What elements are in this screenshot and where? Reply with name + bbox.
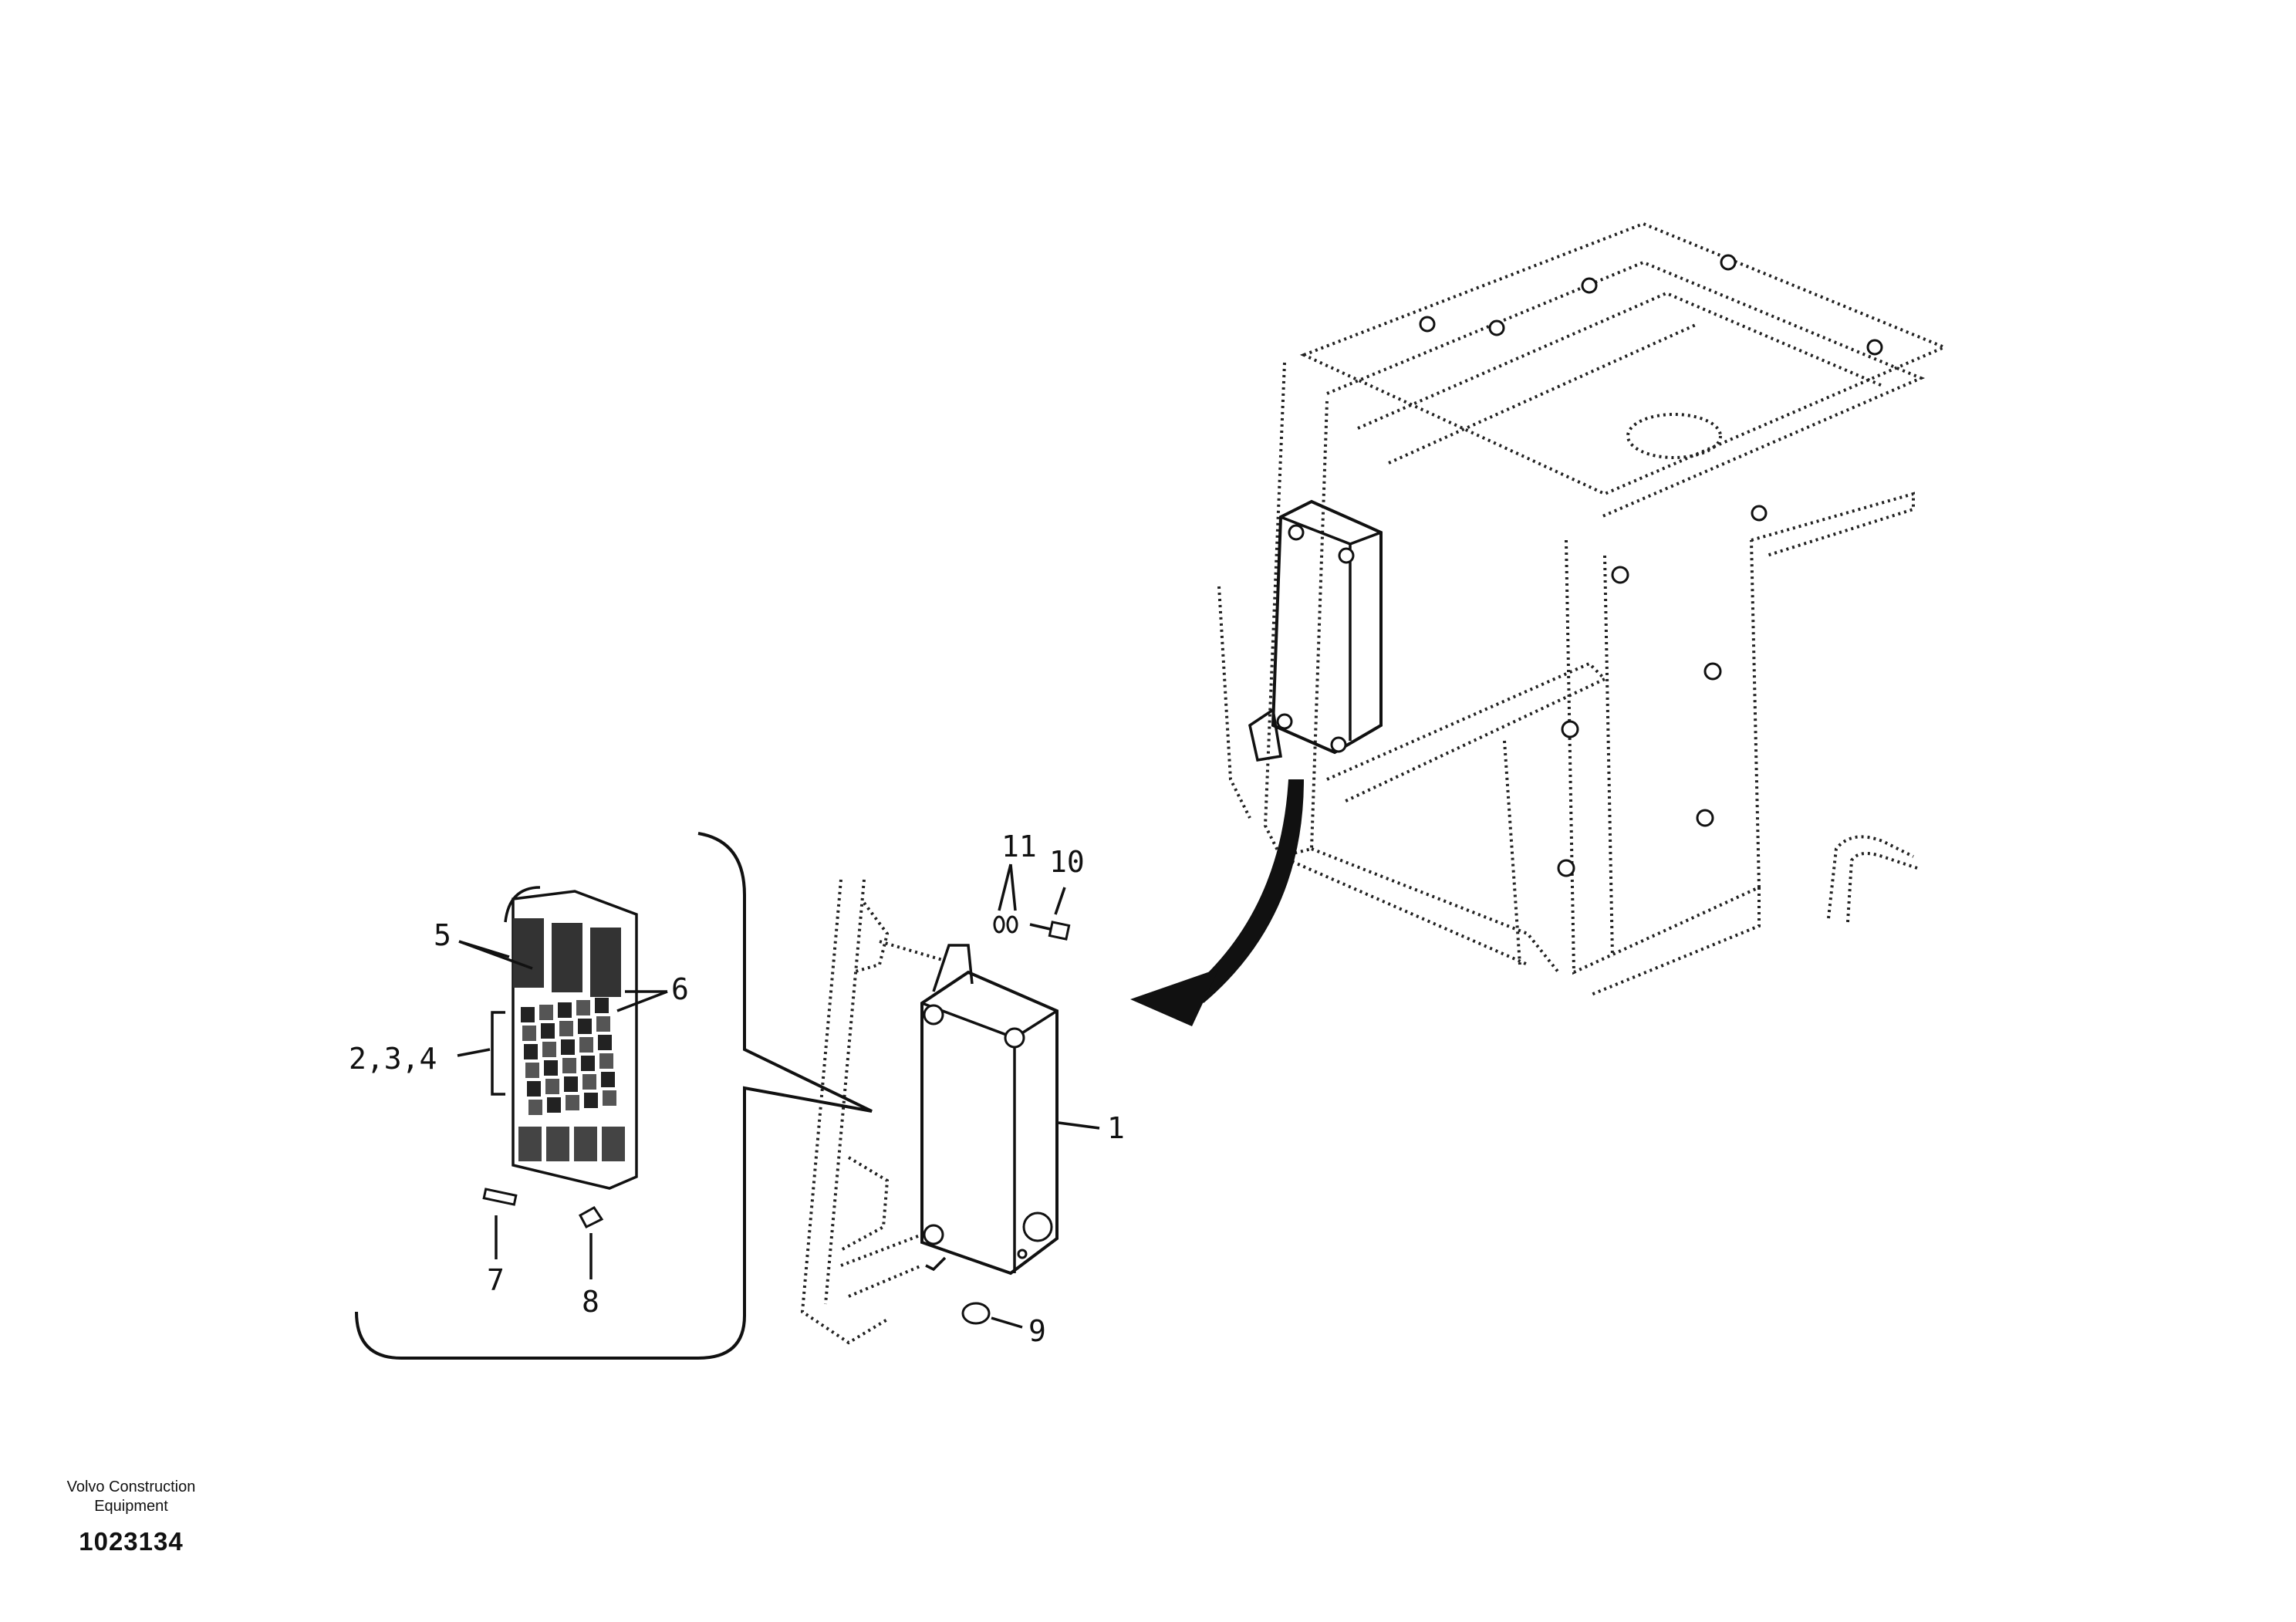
callout-6: 6	[671, 972, 689, 1006]
callout-9: 9	[1028, 1314, 1046, 1348]
direction-arrow	[1130, 779, 1304, 1026]
fuse-slot	[578, 1019, 592, 1034]
fuse-slot	[581, 1056, 595, 1071]
callout-11: 11	[1001, 830, 1037, 863]
callout-1: 1	[1107, 1111, 1125, 1145]
brand-line-1: Volvo Construction	[66, 1478, 196, 1495]
fuse-slot	[547, 1097, 561, 1113]
fuse-slot	[564, 1076, 578, 1092]
fuse-slot	[539, 1005, 553, 1020]
fuse-slot	[584, 1093, 598, 1108]
fuse-slot	[582, 1074, 596, 1090]
mounting-bracket	[800, 879, 946, 1345]
fuse-slot	[576, 1000, 590, 1015]
fuse-slot	[525, 1063, 539, 1078]
mounted-control-unit	[1248, 499, 1383, 762]
callout-7: 7	[487, 1263, 505, 1297]
fuse-slot	[579, 1037, 593, 1053]
fuse-slot	[521, 1007, 535, 1022]
footer-brand: Volvo Construction Equipment 1023134	[31, 1478, 231, 1556]
fuse-slot	[561, 1039, 575, 1055]
document-number: 1023134	[79, 1527, 184, 1556]
connector-block	[602, 1127, 625, 1161]
relay-block	[513, 918, 544, 988]
fuse-slot	[558, 1002, 572, 1018]
fuse-slot	[542, 1042, 556, 1057]
fuse-slot	[527, 1081, 541, 1097]
fuse-slot	[566, 1095, 579, 1110]
fuse-slot	[544, 1060, 558, 1076]
fuse-slot	[595, 998, 609, 1013]
fuse-slot	[599, 1053, 613, 1069]
control-unit	[920, 915, 1071, 1325]
cab-frame	[1217, 221, 1949, 997]
fuse-slot	[601, 1072, 615, 1087]
connector-block	[518, 1127, 542, 1161]
fuse-relay-board	[482, 886, 638, 1228]
callout-labels: 1 2,3,4 5 6 7 8 9 10 11	[349, 830, 1125, 1348]
callout-8: 8	[582, 1285, 599, 1319]
relay-grid	[513, 918, 625, 1161]
callout-2-3-4: 2,3,4	[349, 1042, 437, 1076]
fuse-slot	[524, 1044, 538, 1059]
callout-10: 10	[1049, 845, 1085, 879]
fuse-slot	[562, 1058, 576, 1073]
relay-block	[552, 923, 582, 992]
detail-bubble	[355, 832, 873, 1360]
connector-block	[546, 1127, 569, 1161]
fuse-slot	[522, 1026, 536, 1041]
fuse-slot	[545, 1079, 559, 1094]
brand-line-2: Equipment	[94, 1498, 168, 1515]
callout-5: 5	[434, 918, 451, 952]
fuse-slot	[559, 1021, 573, 1036]
connector-block	[574, 1127, 597, 1161]
fuse-slot	[598, 1035, 612, 1050]
fuse-slot	[596, 1016, 610, 1032]
fuse-slot	[541, 1023, 555, 1039]
relay-block	[590, 928, 621, 997]
fuse-slot	[603, 1090, 616, 1106]
leader-lines	[457, 863, 1100, 1329]
fuse-slot	[528, 1100, 542, 1115]
